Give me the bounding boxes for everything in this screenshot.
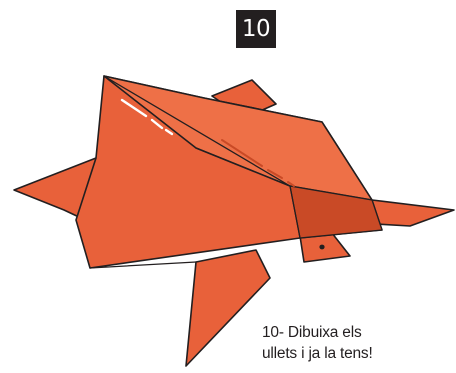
shell-highlight-2 xyxy=(150,118,164,130)
turtle-eye-icon xyxy=(319,244,325,250)
turtle-flipper-right xyxy=(371,199,455,227)
step-number-badge: 10 xyxy=(236,10,276,48)
shell-crease-1 xyxy=(221,139,263,167)
shell-fold-line-lower xyxy=(195,147,291,187)
step-caption: 10- Dibuixa els ullets i ja la tens! xyxy=(262,322,452,364)
shell-crease-3 xyxy=(287,181,295,187)
caption-line-2: ullets i ja la tens! xyxy=(262,345,373,362)
shell-highlight-3 xyxy=(164,128,174,136)
turtle-flipper-bottom xyxy=(185,249,271,367)
shell-highlight-1 xyxy=(120,98,148,118)
shell-crease-2 xyxy=(267,169,283,179)
shell-fold-line-bottom xyxy=(89,261,197,269)
caption-line-1: 10- Dibuixa els xyxy=(262,324,362,341)
